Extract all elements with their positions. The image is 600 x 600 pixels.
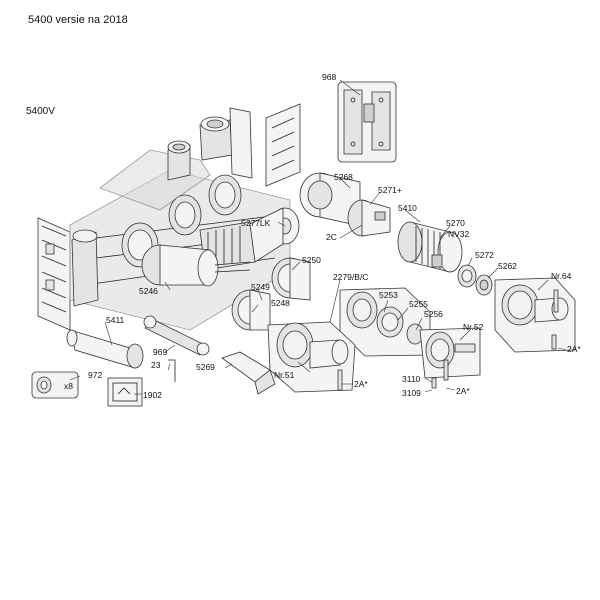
label-2A-right: 2A*	[567, 344, 581, 354]
handle-Nr64	[494, 277, 576, 353]
part-5271	[347, 199, 391, 237]
part-5272	[457, 264, 477, 288]
part-5262	[475, 274, 493, 296]
label-2C: 2C	[326, 232, 337, 242]
leader-lines	[69, 79, 567, 395]
label-5269: 5269	[196, 362, 215, 372]
label-5255: 5255	[409, 299, 428, 309]
label-5248: 5248	[271, 298, 290, 308]
label-Nr64: Nr.64	[551, 271, 572, 281]
label-2A-lower: 2A*	[456, 386, 470, 396]
part-23	[168, 359, 176, 382]
part-5411	[66, 329, 144, 369]
label-5262: 5262	[498, 261, 517, 271]
part-5250	[271, 257, 311, 301]
label-3110: 3110	[402, 374, 421, 384]
label-5270: 5270	[446, 218, 465, 228]
model-label: 5400V	[26, 106, 55, 117]
bracket-968-inset	[337, 81, 397, 163]
label-Nr51: Nr.51	[274, 370, 295, 380]
page-title: 5400 versie na 2018	[28, 14, 128, 26]
part-2279-group	[339, 287, 431, 357]
label-5253: 5253	[379, 290, 398, 300]
label-Nr52: Nr.52	[463, 322, 484, 332]
part-969	[143, 315, 210, 356]
label-2A-center: 2A*	[354, 379, 368, 389]
label-5271: 5271+	[378, 185, 402, 195]
label-972: 972	[88, 370, 102, 380]
label-5250: 5250	[302, 255, 321, 265]
label-5277LK: 5277LK	[241, 218, 271, 228]
label-3109: 3109	[402, 388, 421, 398]
label-5411: 5411	[106, 315, 125, 325]
label-NV32: NV32	[448, 229, 470, 239]
handle-Nr52	[419, 327, 481, 389]
part-5268	[299, 172, 361, 227]
label-2279: 2279/B/C	[333, 272, 368, 282]
label-5256: 5256	[424, 309, 443, 319]
label-969: 969	[153, 347, 167, 357]
handle-Nr51	[267, 321, 356, 393]
label-23: 23	[151, 360, 161, 370]
part-5249-5248	[231, 289, 271, 331]
part-972-box	[31, 371, 79, 399]
label-5268: 5268	[334, 172, 353, 182]
part-5269	[221, 351, 276, 395]
label-968: 968	[322, 72, 336, 82]
part-1902-box	[107, 377, 143, 407]
label-5246: 5246	[139, 286, 158, 296]
part-5410	[397, 221, 463, 273]
label-5410: 5410	[398, 203, 417, 213]
label-x8: x8	[64, 381, 73, 391]
part-labels: 968 5268 5271+ 5410 5270 NV32 2C 5277LK …	[64, 72, 581, 400]
part-5246	[141, 244, 251, 287]
label-1902: 1902	[143, 390, 162, 400]
label-5249: 5249	[251, 282, 270, 292]
label-5272: 5272	[475, 250, 494, 260]
